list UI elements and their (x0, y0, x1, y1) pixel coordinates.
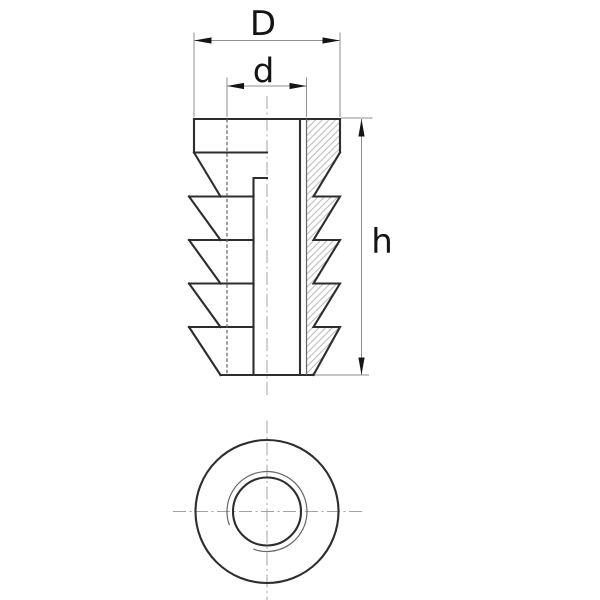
dim-D-extension-lines (193, 32, 341, 117)
inner-core-step-edge (252, 176, 269, 377)
fin-top-edges-left (187, 195, 255, 329)
dim-h-arrow-top (358, 119, 365, 137)
dimension-label-d: d (253, 52, 275, 92)
dimension-thread-diameter: d (226, 52, 307, 117)
dimension-label-h: h (371, 222, 393, 262)
dimension-label-D: D (250, 4, 276, 44)
dim-D-arrow-right (322, 37, 340, 44)
bore-minor-circle (231, 476, 303, 547)
dim-d-extension-lines (226, 77, 307, 117)
fin-taper-edges-left (187, 151, 222, 377)
dimension-outer-diameter: D (193, 4, 341, 117)
dim-d-arrow-left (227, 82, 244, 90)
dim-h-arrow-bottom (358, 357, 365, 375)
bottom-axial-view (173, 420, 362, 600)
thread-major-arc (226, 470, 308, 553)
dim-D-arrow-left (194, 37, 212, 44)
outer-body-circle (194, 438, 340, 585)
dimension-height: h (314, 117, 393, 376)
dim-d-arrow-right (289, 82, 307, 90)
front-section-view (187, 96, 342, 396)
section-hatch-region (306, 119, 340, 375)
fin-section-profile-right (311, 151, 342, 377)
